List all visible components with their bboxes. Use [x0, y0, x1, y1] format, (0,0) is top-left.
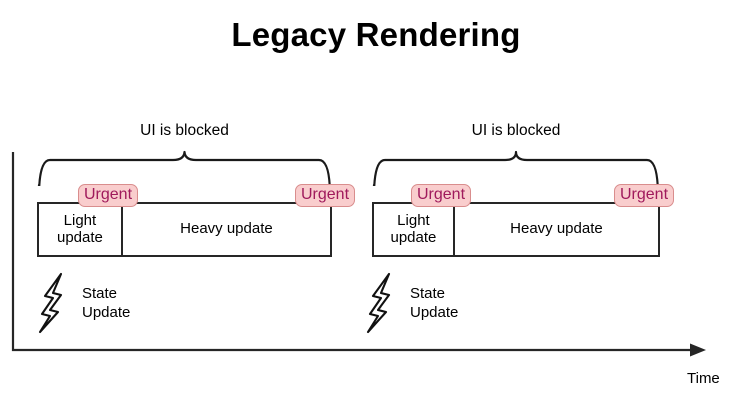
- segment-heavy-update-1: Heavy update: [180, 220, 273, 238]
- state-update-line2: Update: [410, 304, 459, 321]
- timeline-block-2: UI is blocked Light update Heavy update …: [372, 122, 675, 262]
- state-update-label-1: State Update: [82, 284, 130, 322]
- urgent-badge-1b[interactable]: Urgent: [295, 184, 356, 208]
- state-update-group-2: State Update: [364, 272, 458, 334]
- page-title: Legacy Rendering: [231, 16, 521, 53]
- state-update-label-2: State Update: [410, 284, 458, 322]
- update-bar-2: Light update Heavy update: [372, 202, 660, 257]
- state-update-line1: State: [82, 284, 118, 302]
- segment-light-update-1: Light update: [39, 204, 123, 255]
- state-update-line1: State: [410, 284, 446, 302]
- brace-1: [37, 150, 332, 186]
- urgent-badge-1a[interactable]: Urgent: [78, 184, 139, 208]
- brace-2: [372, 150, 660, 186]
- segment-heavy-update-2: Heavy update: [510, 220, 603, 238]
- axis-label-time: Time: [687, 370, 720, 387]
- update-bar-1: Light update Heavy update: [37, 202, 332, 257]
- brace-caption-1: UI is blocked: [140, 122, 229, 139]
- timeline-block-1: UI is blocked Light update Heavy update …: [37, 122, 356, 262]
- urgent-badge-2b[interactable]: Urgent: [614, 184, 675, 208]
- brace-caption-2: UI is blocked: [471, 122, 561, 139]
- lightning-bolt-icon: [366, 272, 391, 334]
- urgent-badge-2a[interactable]: Urgent: [411, 184, 472, 208]
- state-update-group-1: State Update: [36, 272, 130, 334]
- segment-light-update-2: Light update: [374, 204, 455, 255]
- state-update-line2: Update: [82, 304, 131, 321]
- lightning-bolt-icon: [38, 272, 63, 334]
